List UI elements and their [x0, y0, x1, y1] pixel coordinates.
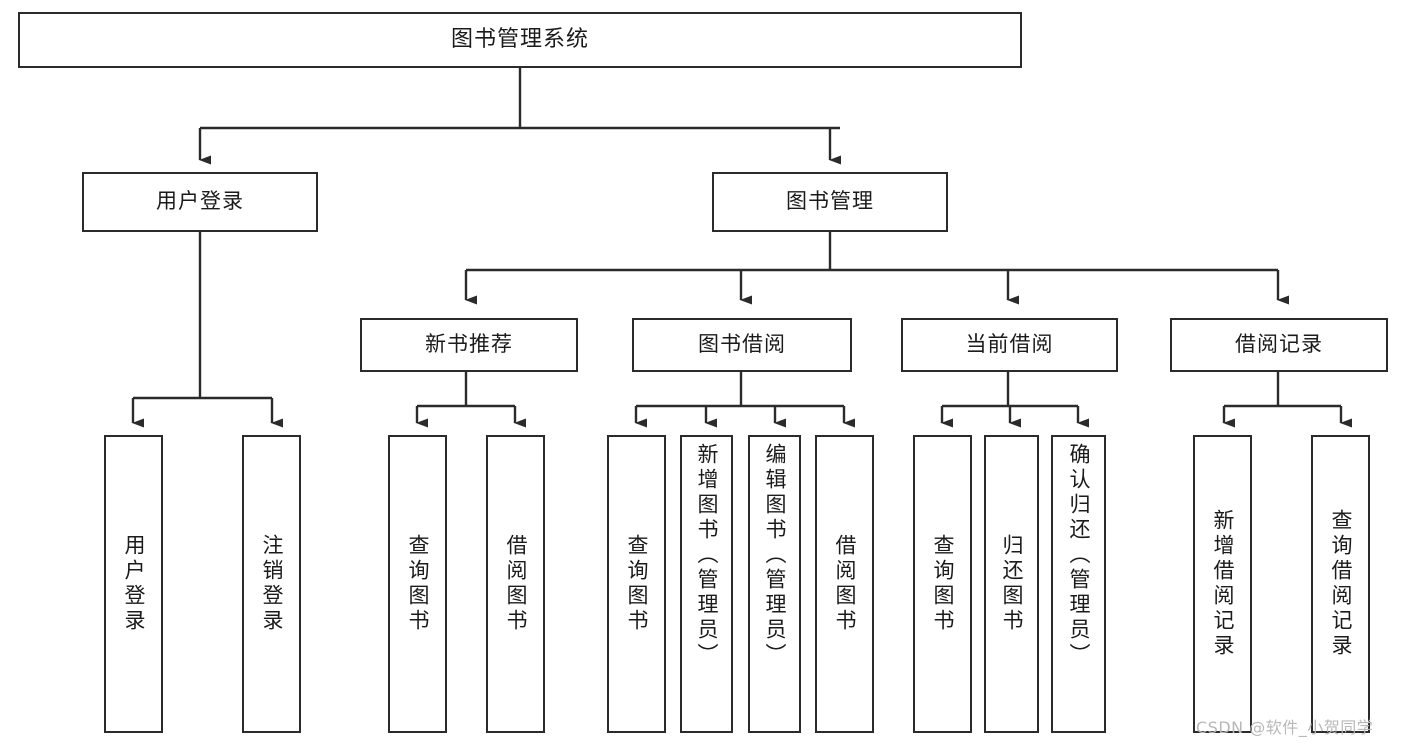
node-book-manage[interactable]: 图书管理 — [712, 172, 948, 232]
node-root-label: 图书管理系统 — [450, 26, 589, 52]
node-current-borrow[interactable]: 当前借阅 — [901, 318, 1118, 372]
node-leaf-query-book-2-label: 查询图书 — [625, 534, 649, 634]
node-leaf-confirm-return-label: 确认归还（管理员） — [1067, 443, 1091, 668]
node-leaf-query-record-label: 查询借阅记录 — [1329, 509, 1353, 659]
node-leaf-user-logout-label: 注销登录 — [260, 534, 284, 634]
node-book-manage-label: 图书管理 — [786, 189, 874, 214]
watermark: CSDN @软件_小贺同学 — [1196, 718, 1374, 737]
node-leaf-user-logout[interactable]: 注销登录 — [242, 435, 301, 733]
node-leaf-query-book-1[interactable]: 查询图书 — [388, 435, 447, 733]
node-leaf-query-book-3[interactable]: 查询图书 — [913, 435, 972, 733]
node-root[interactable]: 图书管理系统 — [18, 12, 1022, 68]
node-leaf-borrow-book-1-label: 借阅图书 — [504, 534, 528, 634]
node-leaf-add-record[interactable]: 新增借阅记录 — [1193, 435, 1252, 733]
node-leaf-add-book-label: 新增图书（管理员） — [695, 443, 719, 668]
node-book-borrow-label: 图书借阅 — [698, 332, 786, 357]
node-leaf-query-book-3-label: 查询图书 — [931, 534, 955, 634]
node-new-book-rec-label: 新书推荐 — [425, 332, 513, 357]
node-borrow-record-label: 借阅记录 — [1235, 332, 1323, 357]
node-leaf-add-book[interactable]: 新增图书（管理员） — [680, 435, 733, 733]
node-leaf-query-book-1-label: 查询图书 — [406, 534, 430, 634]
node-borrow-record[interactable]: 借阅记录 — [1170, 318, 1388, 372]
node-book-borrow[interactable]: 图书借阅 — [632, 318, 852, 372]
node-leaf-borrow-book-2-label: 借阅图书 — [833, 534, 857, 634]
node-leaf-query-book-2[interactable]: 查询图书 — [607, 435, 666, 733]
node-leaf-borrow-book-1[interactable]: 借阅图书 — [486, 435, 545, 733]
node-user-login-label: 用户登录 — [156, 189, 244, 214]
node-leaf-user-login[interactable]: 用户登录 — [104, 435, 163, 733]
node-leaf-edit-book[interactable]: 编辑图书（管理员） — [748, 435, 801, 733]
node-leaf-user-login-label: 用户登录 — [122, 534, 146, 634]
node-current-borrow-label: 当前借阅 — [965, 332, 1054, 357]
node-leaf-confirm-return[interactable]: 确认归还（管理员） — [1051, 435, 1106, 733]
node-new-book-rec[interactable]: 新书推荐 — [360, 318, 578, 372]
node-leaf-query-record[interactable]: 查询借阅记录 — [1311, 435, 1370, 733]
node-user-login[interactable]: 用户登录 — [82, 172, 318, 232]
node-leaf-return-book[interactable]: 归还图书 — [984, 435, 1039, 733]
node-leaf-edit-book-label: 编辑图书（管理员） — [763, 443, 787, 668]
node-leaf-add-record-label: 新增借阅记录 — [1211, 509, 1235, 659]
node-leaf-borrow-book-2[interactable]: 借阅图书 — [815, 435, 874, 733]
node-leaf-return-book-label: 归还图书 — [1000, 534, 1024, 634]
